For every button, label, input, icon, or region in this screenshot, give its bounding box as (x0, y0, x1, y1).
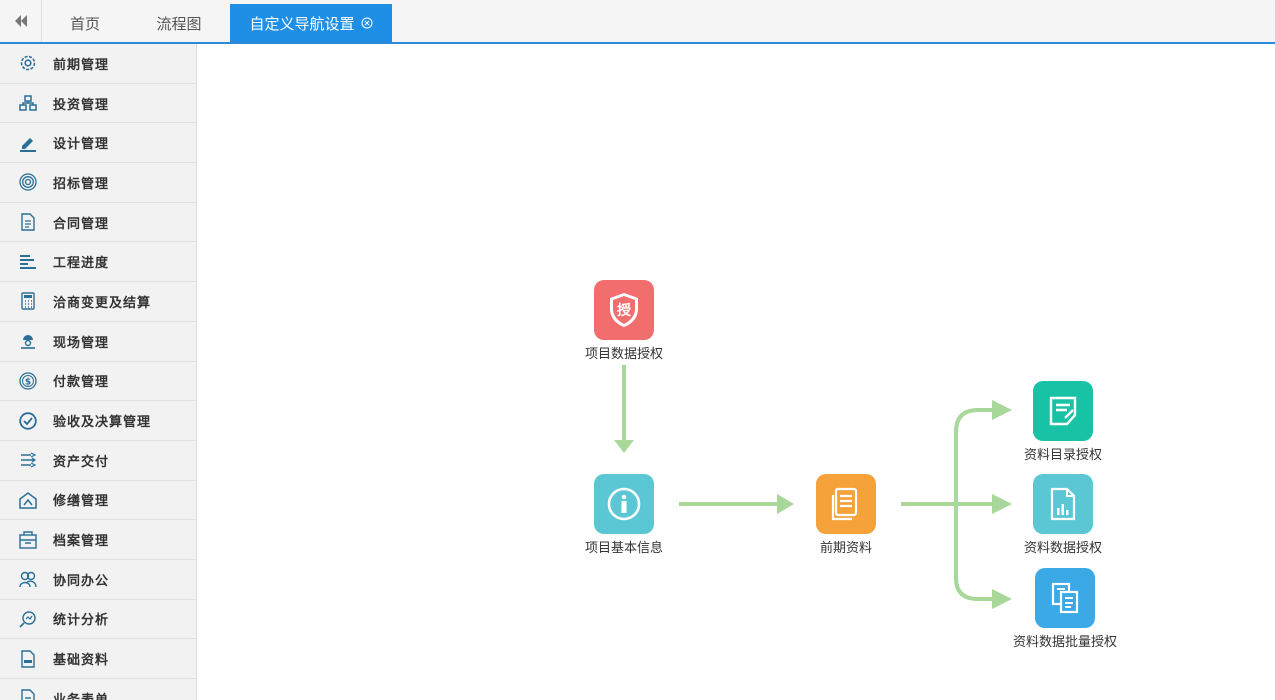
node-label: 前期资料 (819, 541, 872, 556)
sidebar-item-collaboration[interactable]: 协同办公 (0, 560, 196, 600)
arrowhead-info (614, 440, 634, 453)
tab-label: 自定义导航设置 (249, 14, 355, 33)
hierarchy-icon (18, 93, 38, 113)
tab-bar: 首页 流程图 自定义导航设置 (0, 0, 1275, 44)
sidebar-item-archive[interactable]: 档案管理 (0, 520, 196, 560)
node-label: 项目数据授权 (584, 347, 663, 362)
tab-custom-nav-settings[interactable]: 自定义导航设置 (230, 4, 392, 42)
edit-doc-icon (1049, 396, 1077, 426)
sidebar-item-label: 业务表单 (53, 689, 109, 700)
analytics-icon (18, 609, 38, 629)
node-label: 项目基本信息 (584, 541, 663, 556)
users-icon (18, 569, 38, 589)
gear-icon (18, 53, 38, 73)
sidebar-item-contract[interactable]: 合同管理 (0, 203, 196, 243)
sidebar-item-label: 协同办公 (53, 573, 110, 589)
node-label: 资料数据授权 (1023, 541, 1102, 556)
sidebar-item-preliminary[interactable]: 前期管理 (0, 44, 196, 84)
sidebar-item-label: 档案管理 (53, 534, 110, 550)
sidebar-item-progress[interactable]: 工程进度 (0, 242, 196, 283)
sidebar: 前期管理 投资管理 设计管理 招标管理 合同管理 工程进度 洽商变更及结算 (0, 44, 197, 700)
node-tile (1035, 568, 1095, 628)
tab-flowchart[interactable]: 流程图 (132, 4, 226, 42)
sidebar-item-repair[interactable]: 修缮管理 (0, 481, 196, 521)
sidebar-item-label: 统计分析 (53, 613, 110, 629)
info-icon (607, 487, 641, 521)
sidebar-item-acceptance[interactable]: 验收及决算管理 (0, 401, 196, 441)
arrowhead-data (992, 494, 1012, 514)
sidebar-item-investment[interactable]: 投资管理 (0, 84, 196, 124)
sidebar-item-label: 现场管理 (53, 335, 110, 351)
target-icon (18, 172, 38, 192)
node-tile (1033, 474, 1093, 534)
sidebar-item-label: 招标管理 (53, 176, 110, 192)
sidebar-item-business-form[interactable]: 业务表单 (0, 679, 196, 700)
flow-node-project-basic-info[interactable]: 项目基本信息 (574, 474, 674, 556)
house-repair-icon (18, 490, 38, 510)
form-icon (18, 688, 38, 700)
base-doc-icon (18, 649, 38, 669)
double-chevron-left-icon (14, 15, 27, 27)
document-icon (831, 487, 858, 521)
close-icon[interactable] (361, 17, 373, 29)
worker-icon (18, 331, 38, 351)
sidebar-item-label: 前期管理 (53, 57, 110, 73)
node-tile: 授 (594, 280, 654, 340)
calculator-icon (18, 291, 38, 311)
gantt-icon (18, 252, 38, 272)
sidebar-item-change-settlement[interactable]: 洽商变更及结算 (0, 282, 196, 322)
tab-label: 流程图 (156, 14, 202, 33)
tab-home[interactable]: 首页 (42, 4, 128, 42)
tab-label: 首页 (69, 14, 100, 33)
shield-icon: 授 (610, 293, 638, 327)
sidebar-item-label: 验收及决算管理 (53, 415, 152, 431)
arrow-branch-vertical (954, 408, 994, 601)
sidebar-item-label: 资产交付 (53, 454, 110, 470)
node-tile (1033, 381, 1093, 441)
flow-node-preliminary-docs[interactable]: 前期资料 (796, 474, 896, 556)
node-label: 资料目录授权 (1023, 448, 1102, 463)
flow-connectors (614, 365, 1012, 609)
sidebar-item-label: 投资管理 (53, 97, 110, 113)
sidebar-item-statistics[interactable]: 统计分析 (0, 600, 196, 640)
sidebar-item-label: 修缮管理 (53, 494, 110, 510)
sidebar-item-label: 洽商变更及结算 (53, 295, 152, 311)
contract-icon (18, 212, 38, 232)
chart-doc-icon (1050, 487, 1076, 521)
sidebar-item-label: 付款管理 (53, 375, 110, 391)
node-label: 资料数据批量授权 (1012, 635, 1117, 650)
sidebar-item-design[interactable]: 设计管理 (0, 123, 196, 164)
copy-doc-icon (1051, 582, 1079, 614)
shield-glyph: 授 (617, 302, 632, 319)
archive-box-icon (18, 530, 38, 550)
node-tile (594, 474, 654, 534)
arrowhead-catalog (992, 400, 1012, 420)
flow-node-batch-data-auth[interactable]: 资料数据批量授权 (1005, 568, 1125, 650)
node-tile (816, 474, 876, 534)
sidebar-item-label: 设计管理 (53, 137, 110, 153)
sidebar-item-site[interactable]: 现场管理 (0, 322, 196, 362)
flowchart-canvas: 授 项目数据授权 项目基本信息 前期资料 (197, 46, 1275, 700)
sidebar-item-label: 工程进度 (53, 256, 110, 272)
sidebar-item-asset-delivery[interactable]: 资产交付 (0, 441, 196, 481)
sidebar-item-bidding[interactable]: 招标管理 (0, 163, 196, 203)
check-circle-icon (18, 411, 38, 431)
pencil-icon (18, 133, 38, 153)
arrowhead-batch (992, 589, 1012, 609)
flow-node-data-auth[interactable]: 资料数据授权 (1013, 474, 1113, 556)
sidebar-item-label: 合同管理 (53, 216, 110, 232)
transfer-icon (18, 450, 38, 470)
flow-node-catalog-auth[interactable]: 资料目录授权 (1013, 381, 1113, 463)
svg-text:$: $ (25, 377, 31, 387)
coin-icon: $ (18, 371, 38, 391)
arrowhead-docs (777, 494, 794, 514)
sidebar-item-payment[interactable]: $ 付款管理 (0, 362, 196, 402)
collapse-sidebar-button[interactable] (0, 0, 42, 42)
flow-node-project-data-auth[interactable]: 授 项目数据授权 (574, 280, 674, 362)
sidebar-item-base-data[interactable]: 基础资料 (0, 639, 196, 679)
sidebar-item-label: 基础资料 (53, 653, 110, 669)
